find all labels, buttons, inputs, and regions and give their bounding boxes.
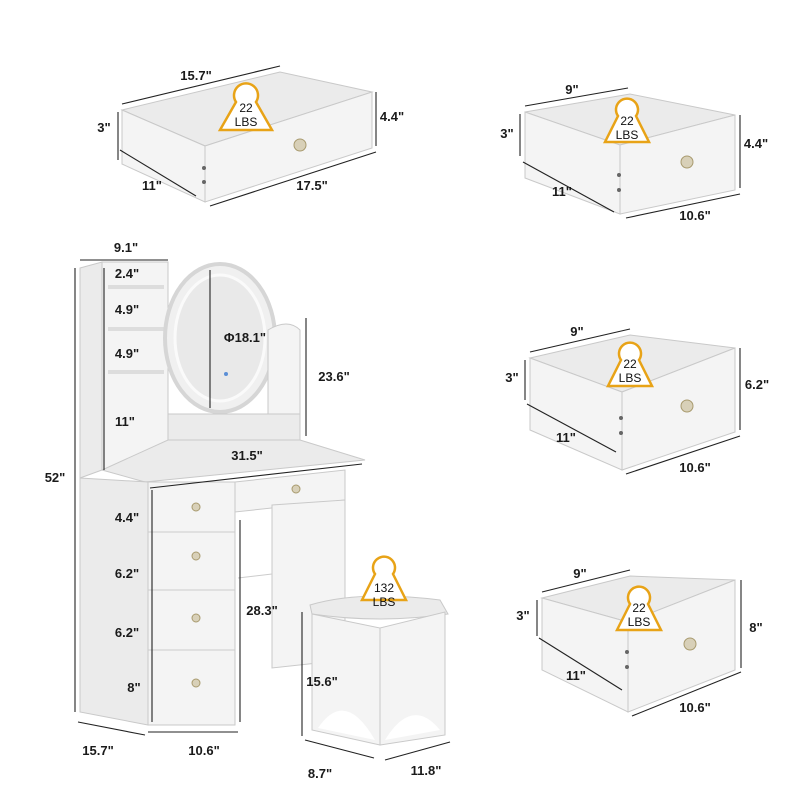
stool-height: 15.6" <box>306 674 337 689</box>
drawer-small-2-front: 10.6" <box>679 460 710 475</box>
vanity-shelf-1: 2.4" <box>115 266 139 281</box>
drawer-large-depth: 11" <box>142 178 162 193</box>
knee-height: 28.3" <box>246 603 277 618</box>
vanity-drawer-3: 6.2" <box>115 625 139 640</box>
drawer-large: 15.7" 3" 4.4" 11" 17.5" 22 LBS <box>97 65 404 207</box>
vanity-depth: 15.7" <box>82 743 113 758</box>
vanity-drawer-1: 4.4" <box>115 510 139 525</box>
drawer-small-2-width: 9" <box>570 324 583 339</box>
svg-text:132: 132 <box>374 581 394 595</box>
weight-badge: 22 LBS <box>602 97 652 144</box>
vanity-total-height: 52" <box>45 470 66 485</box>
drawer-small-1-width: 9" <box>565 82 578 97</box>
drawer-large-width: 15.7" <box>180 68 211 83</box>
svg-text:22: 22 <box>623 357 637 371</box>
drawer-small-1-side-height: 3" <box>500 126 513 141</box>
weight-badge: 22 LBS <box>614 585 664 632</box>
weight-badge: 22 LBS <box>217 82 275 132</box>
svg-text:22: 22 <box>239 101 253 115</box>
drawer-small-3-width: 9" <box>573 566 586 581</box>
drawer-small-3-height: 8" <box>749 620 762 635</box>
stool-depth: 8.7" <box>308 766 332 781</box>
round-mirror <box>163 262 277 414</box>
svg-text:LBS: LBS <box>628 615 651 629</box>
drawer-small-3-depth: 11" <box>566 668 586 683</box>
vanity-shelf-width: 9.1" <box>114 240 138 255</box>
vanity-shelf-bottom: 11" <box>115 414 135 429</box>
drawer-knob <box>191 678 201 688</box>
drawer-large-side-height: 3" <box>97 120 110 135</box>
mirror-height: 23.6" <box>318 369 349 384</box>
drawer-small-1-front: 10.6" <box>679 208 710 223</box>
drawer-knob <box>680 155 694 169</box>
drawer-small-2: 9" 3" 6.2" 11" 10.6" 22 LBS <box>505 324 769 475</box>
table-width: 31.5" <box>231 448 262 463</box>
drawer-small-3-front: 10.6" <box>679 700 710 715</box>
svg-text:LBS: LBS <box>619 371 642 385</box>
drawer-knob <box>191 551 201 561</box>
cabinet-width: 10.6" <box>188 743 219 758</box>
vanity-drawer-2: 6.2" <box>115 566 139 581</box>
svg-text:LBS: LBS <box>373 595 396 609</box>
mirror-diameter: Φ18.1" <box>224 330 266 345</box>
drawer-small-1-depth: 11" <box>552 184 572 199</box>
svg-text:LBS: LBS <box>616 128 639 142</box>
weight-badge: 132 LBS <box>359 555 409 609</box>
drawer-knob <box>191 502 201 512</box>
weight-badge: 22 LBS <box>605 341 655 388</box>
stool: 15.6" 8.7" 11.8" 132 LBS <box>301 555 451 781</box>
drawer-knob <box>293 138 307 152</box>
drawer-small-2-height: 6.2" <box>745 377 769 392</box>
drawer-knob <box>291 484 301 494</box>
drawer-knob <box>191 613 201 623</box>
drawer-small-2-depth: 11" <box>556 430 576 445</box>
drawer-small-3: 9" 3" 8" 11" 10.6" 22 LBS <box>516 566 763 717</box>
drawer-small-3-side-height: 3" <box>516 608 529 623</box>
svg-text:22: 22 <box>620 114 634 128</box>
svg-text:22: 22 <box>632 601 646 615</box>
vanity-drawer-4: 8" <box>127 680 140 695</box>
svg-text:LBS: LBS <box>235 115 258 129</box>
drawer-small-1-height: 4.4" <box>744 136 768 151</box>
drawer-small-1: 9" 3" 4.4" 11" 10.6" 22 LBS <box>500 82 768 223</box>
vanity-shelf-2: 4.9" <box>115 302 139 317</box>
drawer-small-2-side-height: 3" <box>505 370 518 385</box>
drawer-knob <box>680 399 694 413</box>
drawer-knob <box>683 637 697 651</box>
vanity-shelf-3: 4.9" <box>115 346 139 361</box>
stool-width: 11.8" <box>411 763 442 778</box>
drawer-large-height: 4.4" <box>380 109 404 124</box>
drawer-large-front: 17.5" <box>296 178 327 193</box>
